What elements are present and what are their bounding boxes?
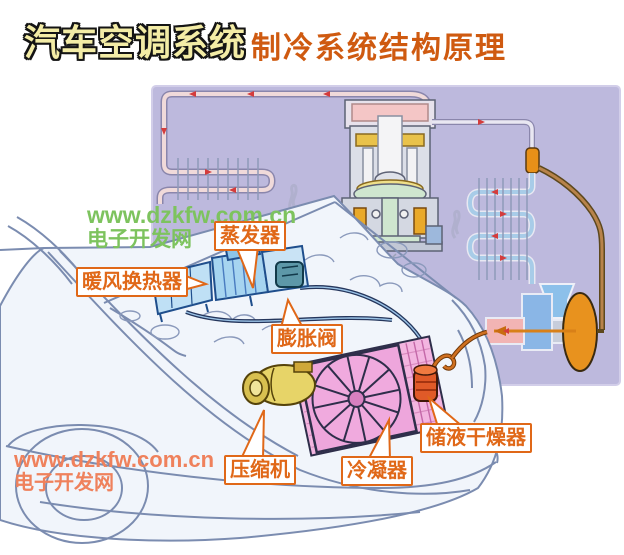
coil-fins [478,178,528,280]
watermark-sitename: 电子开发网 [87,228,192,252]
watermark-sitename: 电子开发网 [14,472,114,495]
page-subtitle: 制冷系统结构原理 [251,32,507,65]
front-wheel [7,424,159,544]
evaporator-coil-schematic [432,119,540,284]
condenser-coil-schematic [156,90,433,204]
capillary-pipe-schematic [537,165,605,330]
receiver-drier-unit [413,329,488,402]
watermark-top: www.dzkfw.com.cn 电子开发网 [87,202,296,253]
label-condenser: 冷凝器 [341,456,413,486]
page-title: 汽车空调系统 [24,22,247,63]
steam-wisp-icon [288,183,461,239]
flow-arrows [161,91,330,193]
label-compressor: 压缩机 [224,455,296,485]
watermark-url: www.dzkfw.com.cn [14,447,215,472]
label-expansion-valve: 膨胀阀 [271,324,343,354]
watermark-bottom: www.dzkfw.com.cn 电子开发网 [14,447,214,495]
label-heater-core: 暖风换热器 [76,267,188,297]
headlight [451,299,487,423]
label-evaporator: 蒸发器 [214,221,286,251]
label-receiver-drier: 储液干燥器 [420,423,532,453]
compressor-unit [242,361,316,406]
coil-fins [177,158,259,200]
flow-arrows [478,119,507,261]
metering-valve-schematic [525,147,540,174]
expansion-valve-schematic [485,283,604,372]
